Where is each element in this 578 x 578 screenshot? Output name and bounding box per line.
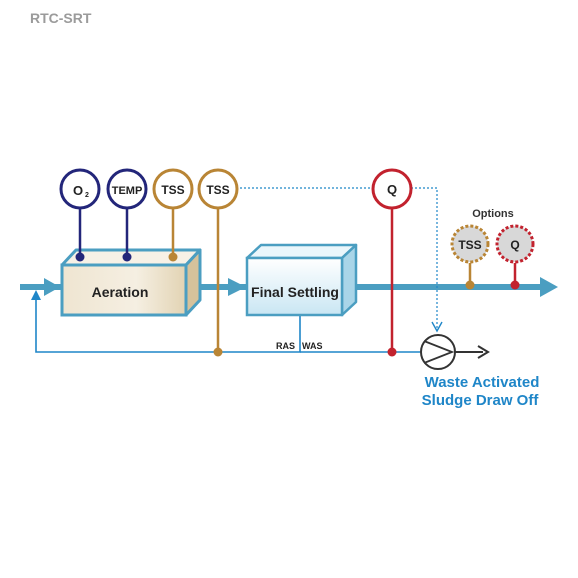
was-label: WAS bbox=[302, 341, 323, 351]
tss-sensor-return-label: TSS bbox=[206, 183, 229, 197]
waste-label-line2: Sludge Draw Off bbox=[422, 392, 540, 409]
return-sludge-line bbox=[31, 290, 420, 353]
flow-arrow-icon bbox=[228, 278, 246, 296]
signal-line bbox=[236, 187, 443, 333]
ras-label: RAS bbox=[276, 341, 295, 351]
options-label: Options bbox=[472, 208, 514, 220]
o2-sensor-subscript: 2 bbox=[85, 192, 89, 199]
return-arrow-icon bbox=[31, 290, 41, 300]
tss-sensor-aeration-label: TSS bbox=[161, 183, 184, 197]
tss-sensor-return: TSS bbox=[197, 168, 239, 357]
temp-sensor-label: TEMP bbox=[112, 185, 143, 197]
option-tss-sensor: TSS bbox=[450, 224, 490, 290]
pump-icon bbox=[420, 334, 490, 370]
waste-label-line1: Waste Activated bbox=[425, 374, 540, 391]
q-sensor-label: Q bbox=[387, 182, 397, 197]
page-title: RTC-SRT bbox=[30, 10, 92, 26]
final-settling-tank: Final Settling bbox=[245, 243, 358, 317]
temp-sensor: TEMP bbox=[106, 168, 148, 262]
aeration-label: Aeration bbox=[92, 284, 149, 300]
q-sensor: Q bbox=[371, 168, 413, 357]
o2-sensor-label: O bbox=[73, 183, 83, 198]
option-q-label: Q bbox=[510, 238, 519, 252]
tss-sensor-aeration: TSS bbox=[152, 168, 194, 262]
option-tss-label: TSS bbox=[458, 238, 481, 252]
o2-sensor: O 2 bbox=[59, 168, 101, 262]
final-settling-label: Final Settling bbox=[251, 284, 339, 300]
flow-arrow-icon bbox=[44, 278, 60, 296]
option-q-sensor: Q bbox=[495, 224, 535, 290]
flow-arrow-icon bbox=[540, 277, 558, 297]
